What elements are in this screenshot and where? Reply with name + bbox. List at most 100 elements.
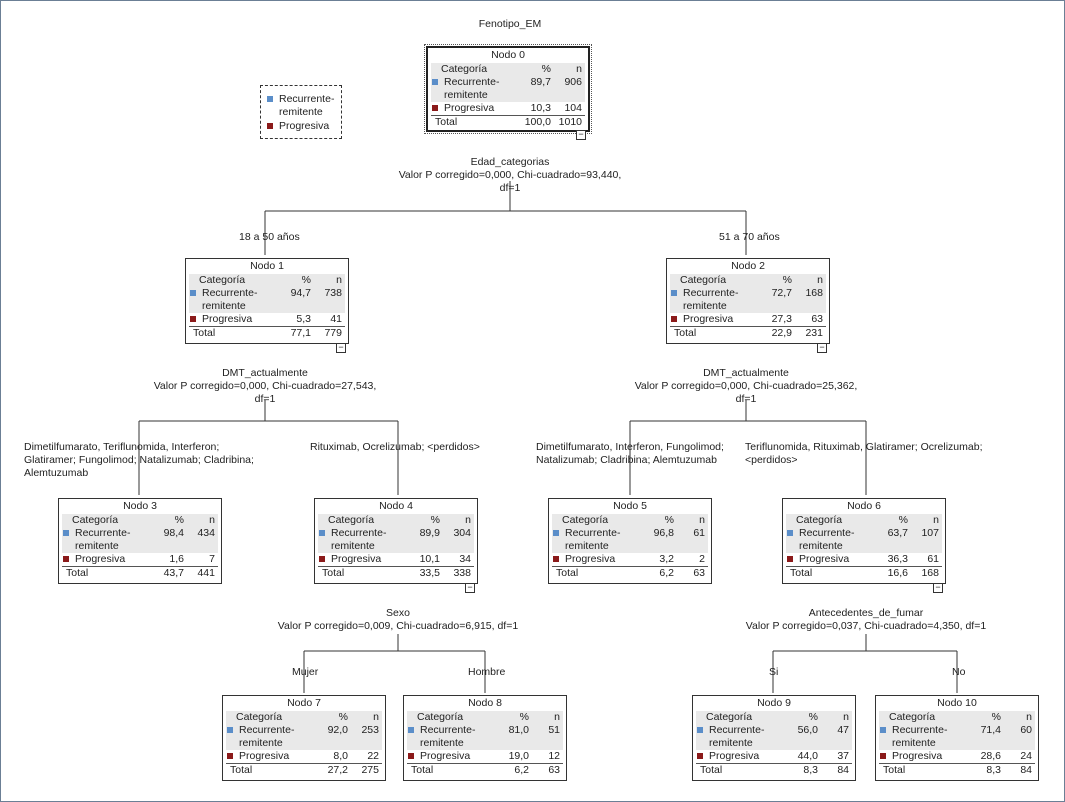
total-n: 338 <box>453 567 471 579</box>
progresiva-n: 2 <box>699 553 705 565</box>
header-categoria: Categoría <box>199 274 246 286</box>
split-3-variable: Sexo <box>386 607 410 619</box>
node-header-row: Categoría%n <box>431 63 585 76</box>
progresiva-n: 41 <box>330 313 342 325</box>
progresiva-swatch <box>432 105 438 111</box>
collapse-toggle-icon[interactable]: − <box>817 343 827 353</box>
recurrente-n: 47 <box>837 724 849 736</box>
progresiva-pct: 36,3 <box>887 553 908 565</box>
recurrente-swatch <box>787 530 793 536</box>
progresiva-swatch <box>267 123 273 129</box>
row-label-recurrente: Recurrente-remitente <box>444 76 500 101</box>
collapse-toggle-icon[interactable]: − <box>933 583 943 593</box>
progresiva-n: 12 <box>548 750 560 762</box>
row-label-total: Total <box>230 764 253 776</box>
row-label-progresiva: Progresiva <box>239 750 290 762</box>
node-header-row: Categoría%n <box>786 514 942 527</box>
header-categoria: Categoría <box>889 711 936 723</box>
recurrente-swatch <box>880 727 886 733</box>
header-pct: % <box>338 711 348 723</box>
split-2-variable: DMT_actualmente <box>703 367 789 379</box>
progresiva-pct: 19,0 <box>508 750 529 762</box>
recurrente-swatch <box>190 290 196 296</box>
total-n: 779 <box>324 327 342 339</box>
node-title: Nodo 1 <box>250 260 284 272</box>
row-label-recurrente: Recurrente-remitente <box>565 527 621 552</box>
row-label-recurrente: Recurrente-remitente <box>709 724 765 749</box>
recurrente-swatch <box>671 290 677 296</box>
split-4-stats: Valor P corregido=0,037, Chi-cuadrado=4,… <box>745 620 987 632</box>
progresiva-swatch <box>880 753 886 759</box>
header-n: n <box>1026 711 1032 723</box>
node-header-row: Categoría%n <box>879 711 1035 724</box>
total-n: 63 <box>693 567 705 579</box>
split-1-variable: DMT_actualmente <box>222 367 308 379</box>
row-label-recurrente: Recurrente-remitente <box>683 287 739 312</box>
progresiva-n: 63 <box>811 313 823 325</box>
header-categoria: Categoría <box>562 514 609 526</box>
collapse-toggle-icon[interactable]: − <box>465 583 475 593</box>
node-header-row: Categoría%n <box>552 514 708 527</box>
progresiva-swatch <box>787 556 793 562</box>
collapse-toggle-icon[interactable]: − <box>336 343 346 353</box>
header-n: n <box>576 63 582 75</box>
header-n: n <box>336 274 342 286</box>
recurrente-swatch <box>432 79 438 85</box>
node-title: Nodo 5 <box>613 500 647 512</box>
node-header-row: Categoría%n <box>407 711 563 724</box>
header-categoria: Categoría <box>417 711 464 723</box>
total-pct: 8,3 <box>986 764 1001 776</box>
row-label-progresiva: Progresiva <box>683 313 734 325</box>
row-label-total: Total <box>556 567 579 579</box>
row-label-total: Total <box>435 116 458 128</box>
recurrente-pct: 72,7 <box>771 287 792 299</box>
progresiva-n: 22 <box>367 750 379 762</box>
row-label-progresiva: Progresiva <box>420 750 471 762</box>
total-n: 1010 <box>558 116 582 128</box>
total-pct: 27,2 <box>327 764 348 776</box>
recurrente-swatch <box>553 530 559 536</box>
recurrente-n: 168 <box>805 287 823 299</box>
node-title: Nodo 0 <box>491 49 525 61</box>
branch-label-mujer: Mujer <box>292 666 319 678</box>
progresiva-pct: 44,0 <box>797 750 818 762</box>
recurrente-pct: 89,7 <box>530 76 551 88</box>
row-label-progresiva: Progresiva <box>331 553 382 565</box>
progresiva-n: 7 <box>209 553 215 565</box>
tree-title: Fenotipo_EM <box>478 18 542 30</box>
split-0-df: df=1 <box>499 182 521 194</box>
recurrente-n: 107 <box>921 527 939 539</box>
branch-label-no: No <box>952 666 966 678</box>
recurrente-n: 253 <box>361 724 379 736</box>
header-categoria: Categoría <box>328 514 375 526</box>
recurrente-pct: 81,0 <box>508 724 529 736</box>
recurrente-swatch <box>697 727 703 733</box>
row-label-total: Total <box>193 327 216 339</box>
collapse-toggle-icon[interactable]: − <box>576 130 586 140</box>
header-n: n <box>373 711 379 723</box>
row-label-total: Total <box>700 764 723 776</box>
branch-label-node1-left: Dimetilfumarato, Teriflunomida, Interfer… <box>24 441 254 479</box>
total-pct: 8,3 <box>803 764 818 776</box>
node-header-row: Categoría%n <box>670 274 826 287</box>
row-label-progresiva: Progresiva <box>799 553 850 565</box>
